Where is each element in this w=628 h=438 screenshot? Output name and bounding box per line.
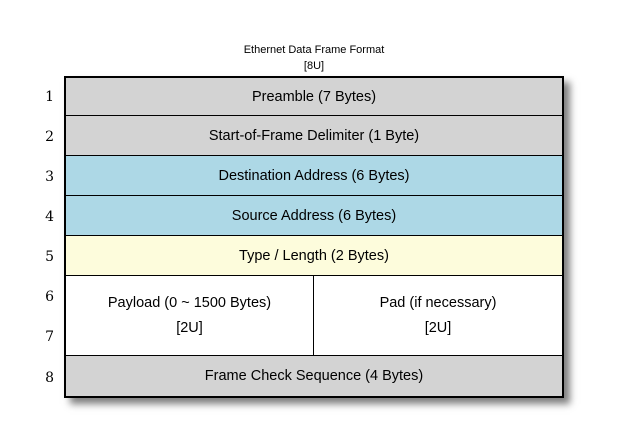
row-number-column: 1 2 3 4 5 6 7 8 — [0, 77, 54, 398]
row-type-length-label: Type / Length (2 Bytes) — [239, 247, 389, 264]
row-number-7: 7 — [45, 329, 54, 345]
cell-payload-label: Payload (0 ~ 1500 Bytes) — [107, 294, 272, 311]
cell-payload-units: [2U] — [176, 319, 203, 336]
row-preamble: Preamble (7 Bytes) — [66, 78, 562, 116]
row-number-1: 1 — [45, 89, 54, 105]
cell-pad-label: Pad (if necessary) — [379, 294, 497, 311]
row-start-of-frame-delimiter: Start-of-Frame Delimiter (1 Byte) — [66, 116, 562, 156]
row-number-5: 5 — [45, 249, 54, 265]
row-source-address: Source Address (6 Bytes) — [66, 196, 562, 236]
row-type-length: Type / Length (2 Bytes) — [66, 236, 562, 276]
row-number-8: 8 — [45, 370, 54, 386]
row-source-label: Source Address (6 Bytes) — [231, 207, 397, 224]
row-frame-check-sequence: Frame Check Sequence (4 Bytes) — [66, 356, 562, 396]
diagram-subtitle: [8U] — [303, 60, 325, 72]
row-number-3: 3 — [45, 169, 54, 185]
frame-format-table: Preamble (7 Bytes) Start-of-Frame Delimi… — [64, 76, 564, 398]
row-preamble-label: Preamble (7 Bytes) — [251, 88, 377, 105]
cell-pad-units: [2U] — [424, 319, 452, 336]
row-number-2: 2 — [45, 129, 54, 145]
cell-pad: Pad (if necessary) [2U] — [314, 276, 562, 355]
row-destination-label: Destination Address (6 Bytes) — [218, 167, 410, 184]
row-fcs-label: Frame Check Sequence (4 Bytes) — [204, 368, 424, 384]
diagram-title: Ethernet Data Frame Format — [243, 44, 385, 56]
row-sfd-label: Start-of-Frame Delimiter (1 Byte) — [208, 127, 420, 144]
row-number-6: 6 — [45, 289, 54, 305]
row-destination-address: Destination Address (6 Bytes) — [66, 156, 562, 196]
row-number-4: 4 — [45, 209, 54, 225]
row-payload-pad: Payload (0 ~ 1500 Bytes) [2U] Pad (if ne… — [66, 276, 562, 356]
cell-payload: Payload (0 ~ 1500 Bytes) [2U] — [66, 276, 314, 355]
